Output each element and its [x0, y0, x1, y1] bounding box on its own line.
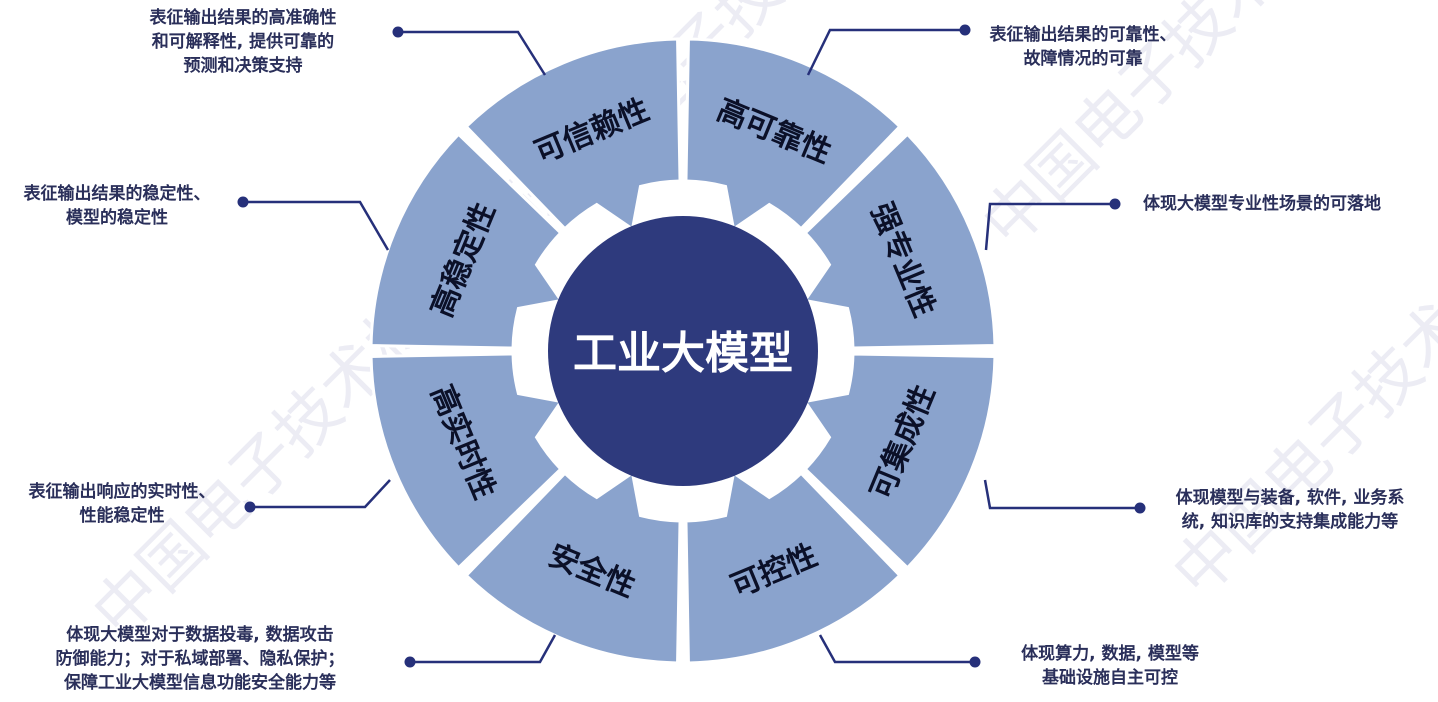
- connector-layer: [237, 24, 1146, 668]
- segment-description: 体现大模型专业性场景的可落地: [1143, 193, 1381, 214]
- segment-description: 防御能力；对于私域部署、隐私保护；: [56, 648, 345, 669]
- connector-line: [243, 200, 390, 251]
- segment-description: 表征输出结果的稳定性、: [24, 183, 211, 204]
- connector-dot: [404, 656, 416, 668]
- segment-description: 统, 知识库的支持集成能力等: [1182, 511, 1398, 532]
- connector-line: [398, 30, 547, 76]
- connector-line: [984, 202, 1115, 251]
- segment-description: 体现算力, 数据, 模型等: [1021, 643, 1199, 664]
- segment-description: 表征输出结果的高准确性: [150, 7, 337, 28]
- connector-line: [818, 634, 975, 664]
- segment-description: 基础设施自主可控: [1041, 667, 1178, 688]
- center-circle: [548, 216, 818, 486]
- ring-segment: [464, 37, 682, 232]
- segment-description: 表征输出结果的可靠性、: [990, 24, 1177, 45]
- connector-line: [250, 479, 391, 509]
- ring-segment: [369, 132, 564, 350]
- connector-line: [983, 479, 1140, 510]
- segment-description: 模型的稳定性: [66, 207, 168, 228]
- segment-description: 体现大模型对于数据投毒, 数据攻击: [66, 624, 333, 645]
- connector-dot: [1109, 198, 1121, 210]
- ring-segment: [802, 132, 997, 350]
- connector-dot: [1134, 502, 1146, 514]
- connector-dot: [392, 26, 404, 38]
- segment-description: 体现模型与装备, 软件, 业务系: [1176, 487, 1405, 508]
- connector-line: [410, 634, 557, 664]
- ring-segment: [802, 352, 997, 570]
- segment-description: 预测和决策支持: [184, 55, 303, 76]
- ring-segment: [464, 470, 682, 665]
- description-layer: 表征输出结果的可靠性、故障情况的可靠体现大模型专业性场景的可落地体现模型与装备,…: [24, 7, 1405, 693]
- connector-dot: [237, 196, 249, 208]
- ring-segment: [684, 470, 902, 665]
- ring-segment: [369, 352, 564, 570]
- segment-description: 和可解释性, 提供可靠的: [152, 31, 334, 52]
- connector-dot: [959, 24, 971, 36]
- connector-line: [806, 28, 965, 76]
- segment-description: 保障工业大模型信息功能安全能力等: [63, 672, 336, 693]
- center-title: 工业大模型: [573, 328, 793, 379]
- segment-description: 故障情况的可靠: [1024, 48, 1143, 69]
- segment-description: 表征输出响应的实时性、: [29, 481, 216, 502]
- ring-segment: [684, 37, 902, 232]
- connector-dot: [244, 501, 256, 513]
- segment-description: 性能稳定性: [80, 505, 165, 526]
- connector-dot: [969, 656, 981, 668]
